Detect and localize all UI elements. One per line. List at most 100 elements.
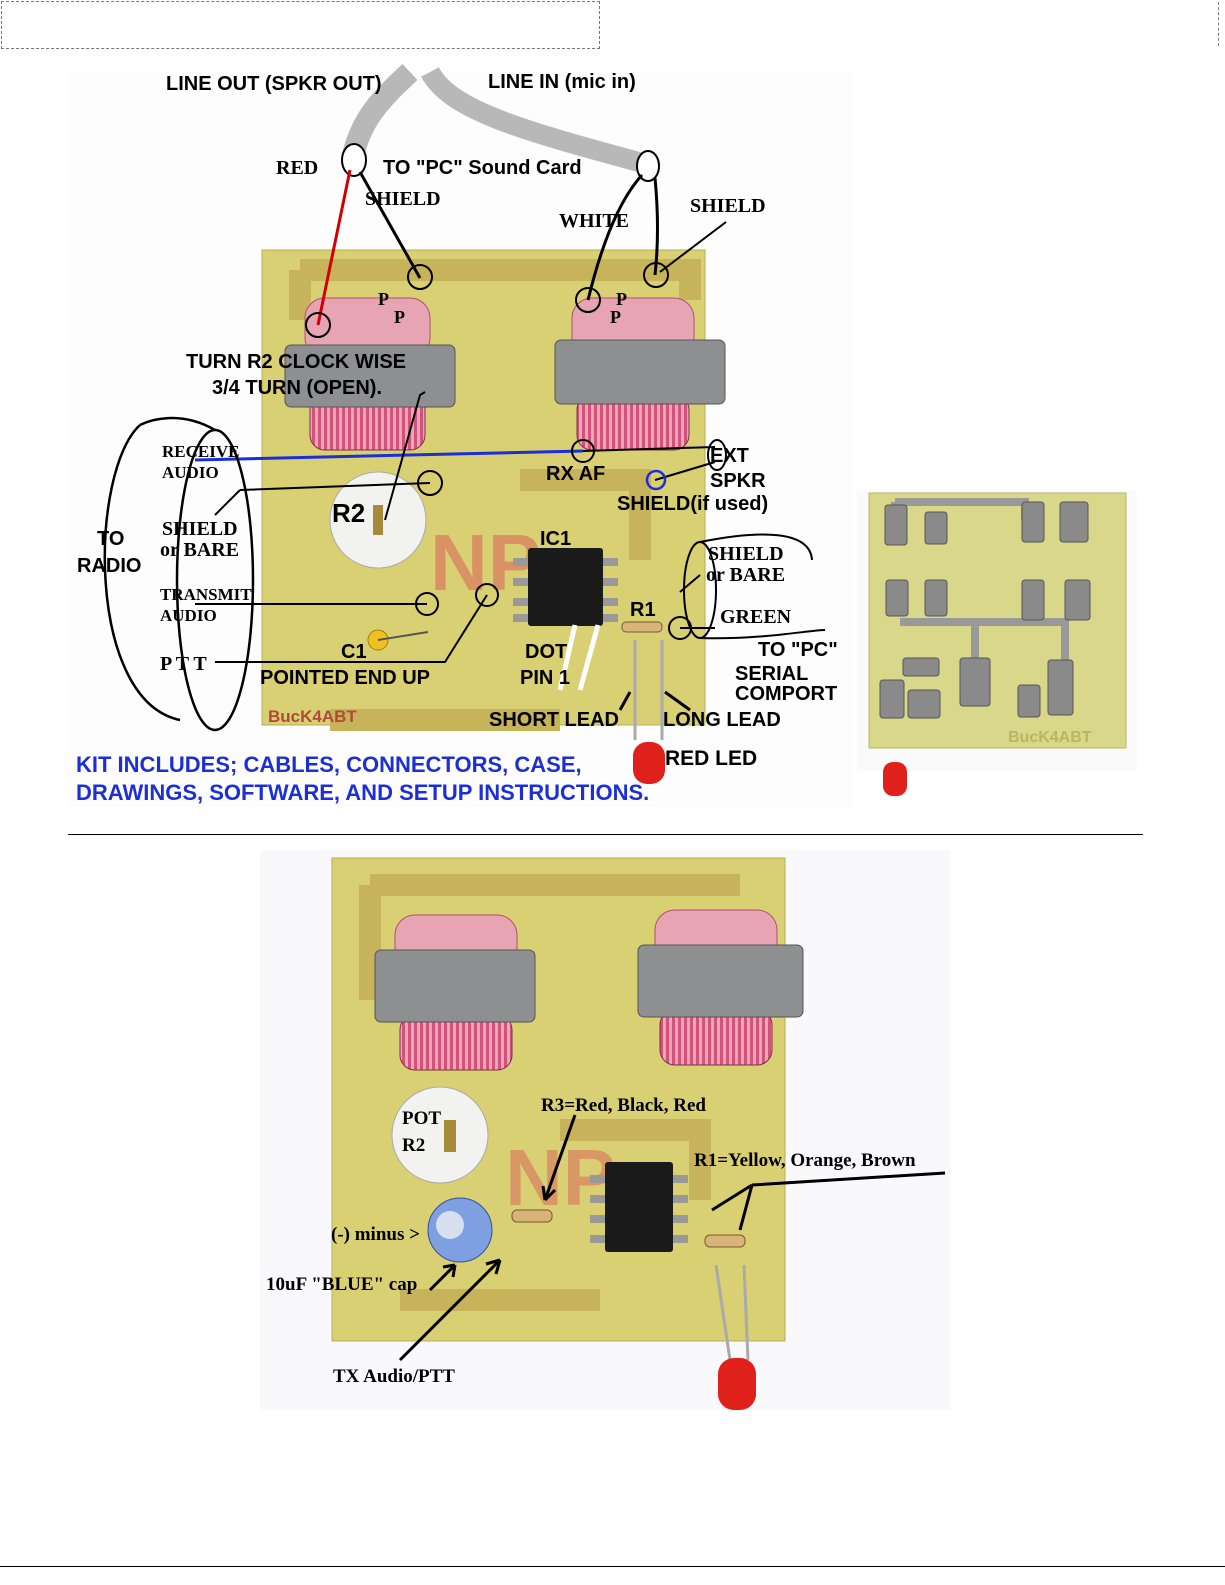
to-pc-serial-label: TO "PC" <box>758 639 838 661</box>
shield-wire-left <box>358 171 422 279</box>
ic1-chip <box>513 548 618 691</box>
pot-r2 <box>391 1086 489 1184</box>
transformer-left-2 <box>374 914 536 1071</box>
pcb-bottom-label: BucK4ABT <box>1008 729 1092 746</box>
p-marker-1: P <box>378 289 389 309</box>
line-in-cable <box>421 66 653 175</box>
r2-label-2: R2 <box>402 1135 425 1156</box>
footer-rule <box>0 1566 1225 1567</box>
shield-left-label: SHIELD <box>365 188 441 210</box>
shield-wire-right <box>653 177 659 276</box>
blue-cap-label: 10uF "BLUE" cap <box>266 1274 417 1295</box>
led2-lead-a <box>714 1264 732 1361</box>
red-led-label: RED LED <box>665 747 757 770</box>
header-right-marker <box>1210 2 1219 46</box>
dot-label: DOT <box>525 641 567 663</box>
p-marker-4: P <box>610 307 621 327</box>
line-out-label: LINE OUT (SPKR OUT) <box>166 73 382 95</box>
section-divider <box>68 834 1143 835</box>
pcb-bottom-view: BucK4ABT <box>857 491 1137 796</box>
minus-label: (-) minus > <box>331 1224 420 1245</box>
rx-af-label: RX AF <box>546 463 605 485</box>
tx-audio-ptt-label: TX Audio/PTT <box>333 1366 455 1387</box>
red-led-2 <box>718 1358 756 1410</box>
white-wire <box>586 173 644 301</box>
serial-label: SERIAL <box>735 663 808 685</box>
pin1-label: PIN 1 <box>520 667 570 689</box>
r1-resistor <box>621 621 663 633</box>
transformer-left <box>284 297 456 451</box>
pcb-traces-2 <box>359 874 740 1311</box>
ext-spkr-plug <box>707 439 727 471</box>
r1-resistor-2 <box>704 1234 746 1248</box>
pcb-bottom-led <box>883 762 907 796</box>
radio-cable-outline <box>103 424 181 722</box>
ext-label: EXT <box>710 445 749 467</box>
shield-bare-right-line2: or BARE <box>706 564 785 586</box>
ptt-label: P T T <box>160 653 207 675</box>
solder-point-markers <box>305 262 692 640</box>
ptt-wire <box>215 594 488 663</box>
green-wire-label: GREEN <box>720 606 792 628</box>
spkr-label: SPKR <box>710 470 766 492</box>
pot-r2-slot <box>444 1120 456 1152</box>
shield-bare-right-line1: SHIELD <box>708 543 784 565</box>
ext-spkr-wire <box>582 446 716 452</box>
pcb-bottom-pads <box>879 501 1091 719</box>
radio-label: RADIO <box>77 555 141 577</box>
turn-r2-label-line2: 3/4 TURN (OPEN). <box>212 377 382 399</box>
r1-color-label: R1=Yellow, Orange, Brown <box>694 1150 916 1171</box>
ext-shield-marker <box>645 469 667 491</box>
r2-label: R2 <box>332 498 365 528</box>
turn-r2-label-line1: TURN R2 CLOCK WISE <box>186 351 406 373</box>
shield-bare-wire <box>214 482 431 516</box>
shield-bare-left-line1: SHIELD <box>162 518 238 540</box>
long-lead-label: LONG LEAD <box>663 709 781 731</box>
ic1-label: IC1 <box>540 528 571 550</box>
pot-label: POT <box>402 1108 441 1129</box>
r1-label: R1 <box>630 599 656 621</box>
comport-label: COMPORT <box>735 683 837 705</box>
header-placeholder-box <box>1 1 600 49</box>
to-label: TO <box>97 528 124 550</box>
c1-lead <box>377 631 429 641</box>
transformer-right-2 <box>637 909 804 1066</box>
shield-label-pointer <box>659 221 727 273</box>
pot-slot <box>373 505 383 535</box>
red-wire-label: RED <box>276 157 318 179</box>
transmit-label-line1: TRANSMIT <box>160 585 252 604</box>
kit-includes-line1: KIT INCLUDES; CABLES, CONNECTORS, CASE, <box>76 752 582 777</box>
shield-if-used-label: SHIELD(if used) <box>617 493 768 515</box>
serial-cable-outline <box>699 533 826 640</box>
r3-color-label: R3=Red, Black, Red <box>541 1095 706 1116</box>
capacitor-top <box>436 1211 464 1239</box>
to-pc-sound-card-label: TO "PC" Sound Card <box>383 157 582 179</box>
receive-label-line1: RECEIVE <box>162 442 239 461</box>
led2-lead-b <box>742 1264 750 1361</box>
pointed-end-up-label: POINTED END UP <box>260 667 430 689</box>
radio-cable-top <box>139 416 216 432</box>
short-lead-label: SHORT LEAD <box>489 709 619 731</box>
buck-silkscreen-label: BucK4ABT <box>268 707 357 726</box>
shield-right-label: SHIELD <box>690 195 766 217</box>
wiring-diagram-top: NP <box>70 63 854 807</box>
transmit-label-line2: AUDIO <box>160 606 217 625</box>
pcb-traces <box>289 259 701 731</box>
kit-includes-line2: DRAWINGS, SOFTWARE, AND SETUP INSTRUCTIO… <box>76 780 649 805</box>
long-lead-pointer <box>664 690 691 712</box>
c1-label: C1 <box>341 641 367 663</box>
red-led <box>633 742 665 784</box>
r2-pointer <box>384 391 426 521</box>
p-marker-2: P <box>394 307 405 327</box>
ic-chip-2 <box>590 1162 688 1252</box>
line-in-plug <box>636 150 660 182</box>
receive-label-line2: AUDIO <box>162 463 219 482</box>
component-diagram-bottom: NP <box>260 850 950 1410</box>
callout-arrows <box>398 1114 946 1362</box>
p-marker-3: P <box>616 289 627 309</box>
r3-resistor <box>511 1209 553 1223</box>
line-in-label: LINE IN (mic in) <box>488 71 636 93</box>
red-wire <box>316 169 352 326</box>
receive-audio-wire <box>194 449 584 462</box>
